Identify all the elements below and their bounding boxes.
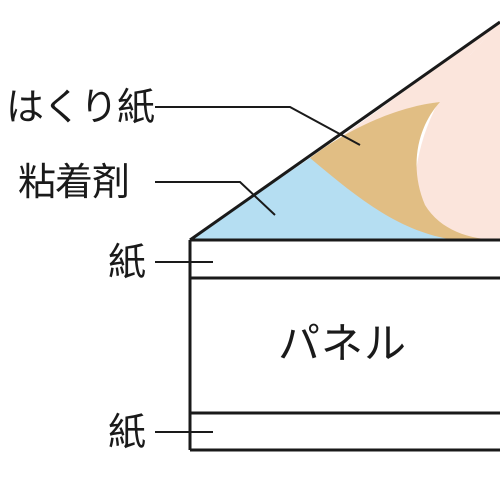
label-adhesive: 粘着剤 xyxy=(18,160,130,204)
label-panel: パネル xyxy=(278,319,408,368)
leader-release-paper xyxy=(155,106,361,146)
adhesive-layer-blue xyxy=(190,158,455,240)
panel-body xyxy=(190,240,500,450)
label-release-paper: はくり紙 xyxy=(6,85,155,129)
release-paper-sheet xyxy=(414,22,500,240)
release-paper-outline xyxy=(189,20,500,242)
label-paper-bottom: 紙 xyxy=(108,410,146,454)
leader-adhesive xyxy=(155,181,276,216)
label-paper-top: 紙 xyxy=(108,240,146,284)
adhesive-layer-tan xyxy=(305,102,500,240)
